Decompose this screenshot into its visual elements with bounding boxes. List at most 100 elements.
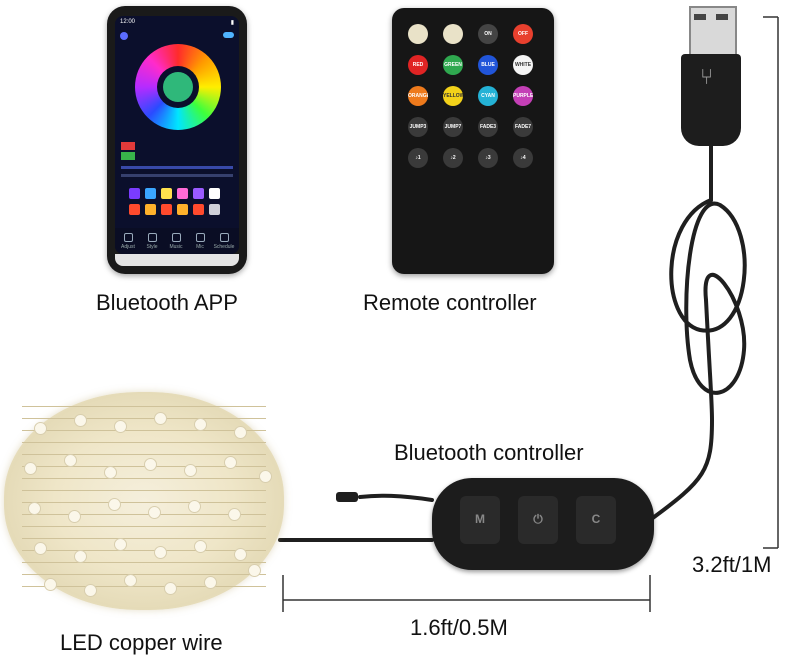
remote-button[interactable]: GREEN (443, 55, 463, 75)
brightness-slider[interactable] (121, 166, 233, 169)
led-bead (204, 576, 217, 589)
phone-screen: 12:00 ▮ Adjust Style Music Mic Schedule (115, 16, 239, 254)
remote-button[interactable]: ♪3 (478, 148, 498, 168)
remote-button[interactable]: ORANGE (408, 86, 428, 106)
power-toggle[interactable] (223, 32, 234, 38)
remote-button[interactable]: JUMP3 (408, 117, 428, 137)
led-bead (68, 510, 81, 523)
led-bead (234, 548, 247, 561)
remote-button[interactable]: WHITE (513, 55, 533, 75)
label-led-copper-wire: LED copper wire (60, 630, 223, 655)
phone-nav-bar (115, 254, 239, 266)
dc-pigtail (358, 493, 434, 502)
copper-wire-strand (22, 550, 266, 551)
remote-button[interactable]: FADE3 (478, 117, 498, 137)
led-bead (64, 454, 77, 467)
label-remote-controller: Remote controller (363, 290, 537, 315)
label-length-usb: 3.2ft/1M (692, 552, 772, 577)
remote-button[interactable]: ON (478, 24, 498, 44)
color-swatch[interactable] (193, 188, 204, 199)
color-swatch[interactable] (209, 188, 220, 199)
color-swatch[interactable] (145, 188, 156, 199)
label-bluetooth-app: Bluetooth APP (96, 290, 238, 315)
led-bead (228, 508, 241, 521)
led-bead (144, 458, 157, 471)
remote-button[interactable]: OFF (513, 24, 533, 44)
led-bead (104, 466, 117, 479)
led-bead (34, 422, 47, 435)
color-swatch[interactable] (129, 204, 140, 215)
copper-wire-strand (22, 502, 266, 503)
remote-controller: ON OFF RED GREEN BLUE WHITE ORANGE YELLOW CYAN PU… (392, 8, 554, 274)
speed-slider[interactable] (121, 174, 233, 177)
copper-wire-strand (22, 478, 266, 479)
tab-mic[interactable]: Mic (189, 233, 211, 250)
tab-schedule[interactable]: Schedule (213, 233, 235, 250)
copper-wire-strand (22, 562, 266, 563)
status-time: 12:00 (120, 19, 136, 25)
remote-button[interactable]: BLUE (478, 55, 498, 75)
status-bar: 12:00 ▮ (115, 16, 239, 30)
led-bead (224, 456, 237, 469)
cable-to-controller (648, 298, 715, 522)
usb-connector (681, 54, 741, 146)
schedule-icon (219, 233, 229, 242)
led-copper-wire-spool (4, 392, 284, 610)
remote-button[interactable]: RED (408, 55, 428, 75)
battery-icon: ▮ (230, 20, 234, 26)
led-bead (194, 540, 207, 553)
led-bead (194, 418, 207, 431)
tab-adjust[interactable]: Adjust (117, 233, 139, 250)
led-bead (24, 462, 37, 475)
led-bead (114, 538, 127, 551)
music-icon (171, 233, 181, 242)
led-bead (28, 502, 41, 515)
label-length-wire: 1.6ft/0.5M (410, 615, 508, 640)
color-button[interactable]: C (576, 496, 616, 544)
color-swatch[interactable] (161, 204, 172, 215)
remote-button[interactable]: ♪4 (513, 148, 533, 168)
copper-wire-strand (22, 514, 266, 515)
tab-style[interactable]: Style (141, 233, 163, 250)
led-bead (148, 506, 161, 519)
power-button[interactable]: ⏻ (518, 496, 558, 544)
label-bluetooth-controller: Bluetooth controller (394, 440, 584, 465)
color-swatch[interactable] (177, 204, 188, 215)
led-bead (108, 498, 121, 511)
led-bead (74, 414, 87, 427)
color-swatch[interactable] (145, 204, 156, 215)
remote-button[interactable]: JUMP7 (443, 117, 463, 137)
remote-button[interactable]: PURPLE (513, 86, 533, 106)
led-bead (188, 500, 201, 513)
copper-wire-strand (22, 406, 266, 407)
menu-icon[interactable] (120, 32, 128, 40)
remote-button[interactable]: YELLOW (443, 86, 463, 106)
mode-indicator (121, 142, 135, 150)
cable-coil (669, 198, 747, 395)
remote-button[interactable] (408, 24, 428, 44)
remote-button[interactable]: ♪1 (408, 148, 428, 168)
color-swatch[interactable] (129, 188, 140, 199)
copper-wire-strand (22, 490, 266, 491)
phone: 12:00 ▮ Adjust Style Music Mic Schedule (107, 6, 247, 274)
color-swatch[interactable] (209, 204, 220, 215)
usb-contact (694, 14, 706, 20)
led-bead (234, 426, 247, 439)
led-bead (34, 542, 47, 555)
led-bead (154, 412, 167, 425)
led-bead (164, 582, 177, 595)
tab-music[interactable]: Music (165, 233, 187, 250)
copper-wire-strand (22, 586, 266, 587)
mode-button[interactable]: M (460, 496, 500, 544)
remote-button[interactable]: ♪2 (443, 148, 463, 168)
remote-button[interactable]: FADE7 (513, 117, 533, 137)
color-swatch[interactable] (161, 188, 172, 199)
color-swatch[interactable] (177, 188, 188, 199)
color-swatch[interactable] (193, 204, 204, 215)
remote-button[interactable]: CYAN (478, 86, 498, 106)
usb-icon: ⑂ (700, 64, 714, 89)
led-bead (44, 578, 57, 591)
remote-button[interactable] (443, 24, 463, 44)
color-wheel-center[interactable] (163, 72, 193, 102)
led-bead (84, 584, 97, 597)
